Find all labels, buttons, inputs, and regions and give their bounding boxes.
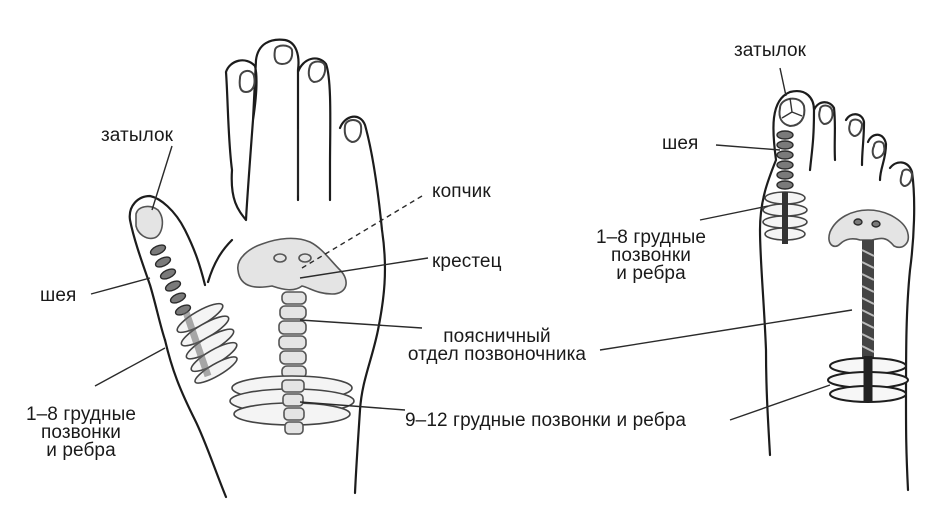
label-coccyx: копчик [432,181,491,202]
pointer-hand-occiput [151,145,173,211]
label-sacrum: крестец [432,251,502,272]
thumb-outline [128,194,207,342]
label-lumbar: поясничный отдел позвоночника [392,326,602,365]
foot-lower-ribs [827,356,909,403]
foot-figure [599,67,916,492]
hand-label-occiput: затылок [101,125,174,146]
pointer-foot-occiput [779,67,787,97]
toe-nail-2 [818,104,834,126]
label-lumbar-line2: отдел позвоночника [407,344,587,365]
foot-sacrum-bone [828,209,910,249]
foot-label-thoracic-1-8: 1–8 грудные позвонки и ребра [586,227,716,284]
foot-label-thoracic-1-8-line3: и ребра [616,263,686,284]
thumb-cervical-vertebrae [149,244,192,316]
hand-label-thoracic-1-8-line3: и ребра [46,440,116,461]
nail-index [238,70,256,94]
toe-nail-4 [871,140,886,160]
pointer-foot-neck [715,144,781,151]
thumb-thoracic-ribs [176,302,238,384]
pointer-hand-thoracic-1-8 [94,347,166,387]
foot-label-occiput: затылок [734,40,807,61]
thumb-occiput-bone [135,205,164,240]
hand-left-edge [163,338,228,499]
pointer-coccyx [301,195,423,269]
hand-lower-ribs [229,375,355,435]
nail-ring [307,60,327,84]
hand-label-thoracic-1-8-line1: 1–8 грудные [25,404,137,425]
nail-little [343,119,363,144]
hand-label-thoracic-1-8: 1–8 грудные позвонки и ребра [18,404,144,461]
nail-middle [273,44,294,66]
hand-figure [90,38,429,499]
toe-nail-5 [899,168,914,188]
pointer-thoracic-9-12-hand [299,401,406,411]
hand-label-thoracic-1-8-line2: позвонки [40,422,122,443]
pointer-lumbar-hand [299,319,423,329]
foot-label-neck: шея [662,133,699,154]
hand-label-neck: шея [40,285,77,306]
pointer-hand-neck [90,277,151,295]
foot-cervical-vertebrae [776,130,794,190]
label-lumbar-line1: поясничный [443,326,551,347]
foot-thoracic-ribs [762,191,808,244]
hand-sacrum-bone [237,237,347,295]
foot-outline [758,90,916,492]
pointer-sacrum [299,257,429,279]
hand-outline [206,38,387,495]
foot-label-thoracic-1-8-line2: позвонки [610,245,692,266]
toe-nail-3 [848,118,864,138]
pointer-foot-thoracic-1-8 [699,205,769,221]
label-thoracic-9-12: 9–12 грудные позвонки и ребра [405,410,687,431]
pointer-lumbar-foot [599,309,853,351]
foot-label-thoracic-1-8-line1: 1–8 грудные [595,227,707,248]
foot-lumbar-vertebrae [861,240,875,360]
hand-lumbar-vertebrae [278,291,307,379]
pointer-thoracic-9-12-foot [729,384,831,421]
